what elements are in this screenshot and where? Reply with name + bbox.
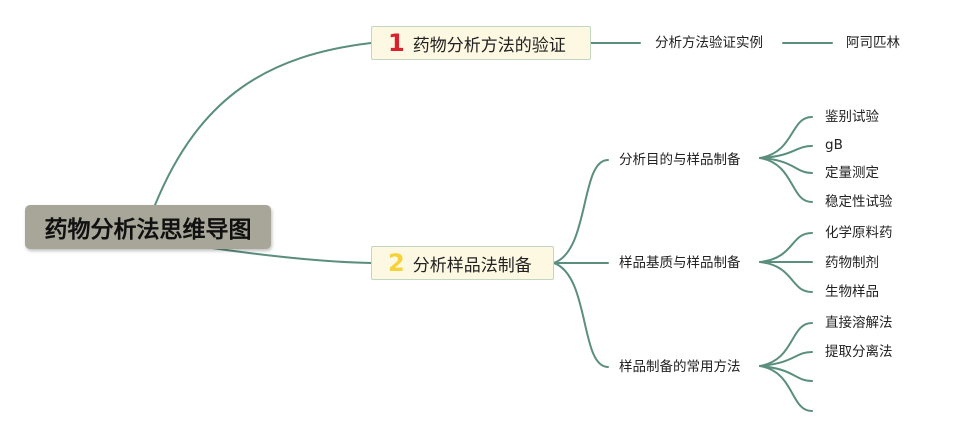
leaf-identification-test[interactable]: 鉴别试验 [825, 109, 879, 125]
leaf-formulation[interactable]: 药物制剂 [825, 255, 879, 271]
branch-label-1: 药物分析方法的验证 [412, 35, 566, 56]
branch-label-2: 分析样品法制备 [412, 255, 532, 276]
leaf-aspirin[interactable]: 阿司匹林 [846, 35, 900, 51]
root-node[interactable]: 药物分析法思维导图 [25, 205, 271, 249]
leaf-direct-dissolution[interactable]: 直接溶解法 [825, 315, 893, 331]
leaf-chemical-api[interactable]: 化学原料药 [825, 225, 893, 241]
number-badge-1: 1 [388, 29, 405, 57]
subtopic-purpose-preparation[interactable]: 分析目的与样品制备 [619, 152, 741, 168]
leaf-stability-test[interactable]: 稳定性试验 [825, 194, 893, 210]
leaf-extraction-separation[interactable]: 提取分离法 [825, 344, 893, 360]
subtopic-common-methods[interactable]: 样品制备的常用方法 [619, 359, 741, 375]
branch-node-2[interactable]: 2 分析样品法制备 [371, 246, 554, 280]
leaf-quantitative-assay[interactable]: 定量测定 [825, 165, 879, 181]
subtopic-method-validation-example[interactable]: 分析方法验证实例 [655, 35, 763, 51]
leaf-gb[interactable]: gB [825, 137, 843, 153]
leaf-biological-sample[interactable]: 生物样品 [825, 284, 879, 300]
branch-node-1[interactable]: 1 药物分析方法的验证 [371, 26, 591, 60]
number-badge-2: 2 [388, 249, 405, 277]
subtopic-matrix-preparation[interactable]: 样品基质与样品制备 [619, 255, 741, 271]
